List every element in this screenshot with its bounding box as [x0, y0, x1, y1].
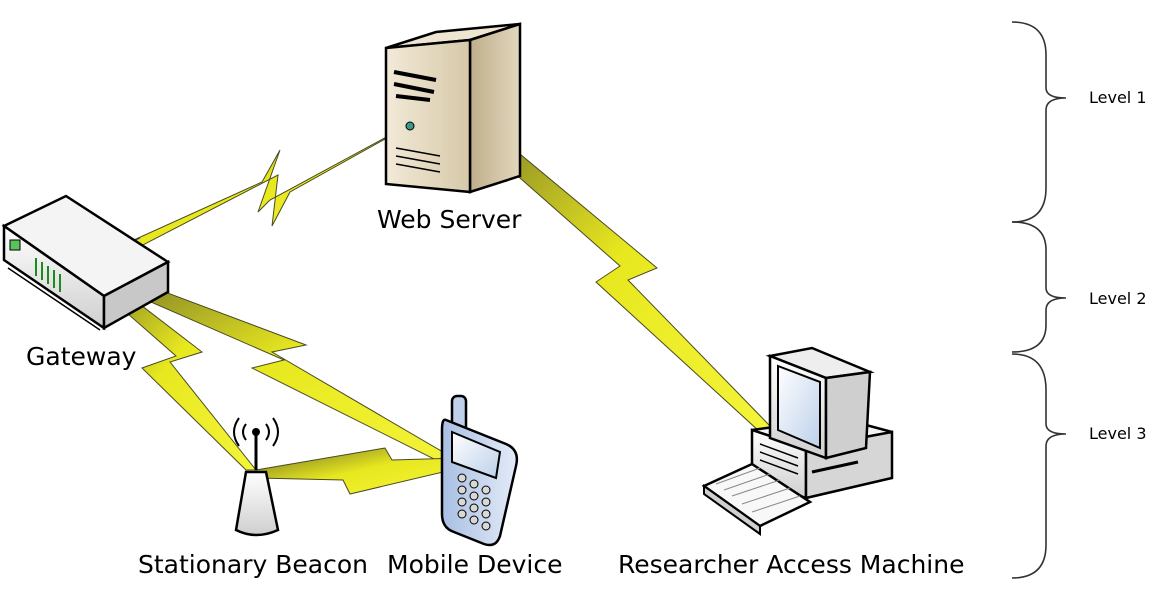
server-icon: [384, 22, 522, 194]
level-braces: [1011, 21, 1067, 579]
brace-level-2: [1011, 221, 1067, 353]
brace-level-3: [1011, 353, 1067, 579]
level-1-label: Level 1: [1089, 88, 1147, 107]
gateway-label: Gateway: [26, 342, 137, 371]
brace-level-1: [1011, 21, 1067, 223]
desktop-computer-icon: [701, 346, 894, 536]
antenna-icon: [233, 417, 280, 537]
mobile-device-label: Mobile Device: [387, 550, 563, 579]
router-icon: [1, 194, 171, 331]
web-server-label: Web Server: [377, 205, 522, 234]
stationary-beacon-label: Stationary Beacon: [138, 550, 368, 579]
researcher-machine-label: Researcher Access Machine: [618, 550, 965, 579]
level-3-label: Level 3: [1089, 424, 1147, 443]
level-2-label: Level 2: [1089, 289, 1147, 308]
phone-icon: [440, 394, 519, 547]
